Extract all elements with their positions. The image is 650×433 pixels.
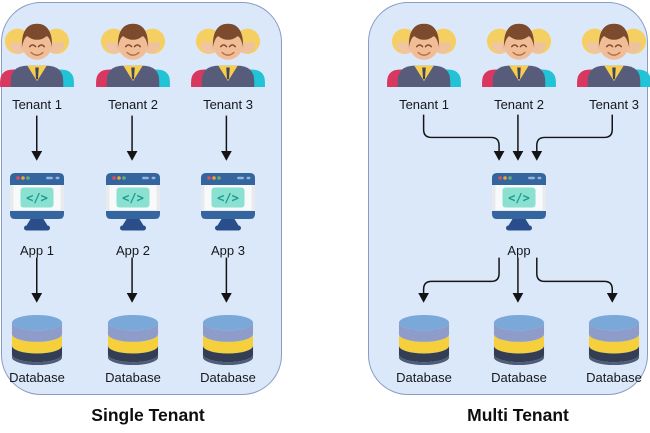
users-group-icon — [385, 17, 463, 87]
tenant-label: Tenant 1 — [12, 97, 62, 112]
database-cylinder-icon — [493, 313, 545, 367]
users-group-icon — [94, 17, 172, 87]
database-cylinder-icon — [107, 313, 159, 367]
database-cylinder-icon — [11, 313, 63, 367]
database-label: Database — [9, 370, 65, 385]
users-group-icon — [0, 17, 76, 87]
multi-tenant-panel: Tenant 1 Tenant 2 Tenant 3 App Database … — [368, 2, 648, 395]
users-group-icon — [575, 17, 650, 87]
app-browser-code-icon — [201, 166, 255, 232]
arrow-tenant3-to-app — [531, 114, 613, 161]
multi-tenant-title: Multi Tenant — [467, 405, 569, 425]
app-label: App 2 — [116, 243, 150, 258]
tenant-label: Tenant 1 — [399, 97, 449, 112]
database-label: Database — [586, 370, 642, 385]
app-browser-code-icon — [10, 166, 64, 232]
database-label: Database — [105, 370, 161, 385]
database-label: Database — [396, 370, 452, 385]
tenant-label: Tenant 3 — [203, 97, 253, 112]
database-label: Database — [200, 370, 256, 385]
app-browser-code-icon — [492, 166, 546, 232]
single-tenant-panel: Tenant 1 Tenant 2 Tenant 3 App 1 App 2 A… — [1, 2, 282, 395]
single-tenant-title: Single Tenant — [91, 405, 205, 425]
tenant-label: Tenant 2 — [108, 97, 158, 112]
arrow-app-to-db3 — [536, 257, 618, 303]
tenant-label: Tenant 2 — [494, 97, 544, 112]
arrow-tenant1-to-app — [422, 114, 505, 161]
app-label: App — [507, 243, 531, 258]
database-cylinder-icon — [588, 313, 640, 367]
users-group-icon — [189, 17, 267, 87]
arrow-app-to-db1 — [418, 257, 500, 303]
users-group-icon — [480, 17, 558, 87]
database-label: Database — [491, 370, 547, 385]
tenant-label: Tenant 3 — [589, 97, 639, 112]
app-label: App 1 — [20, 243, 54, 258]
app-browser-code-icon — [106, 166, 160, 232]
database-cylinder-icon — [398, 313, 450, 367]
app-label: App 3 — [211, 243, 245, 258]
database-cylinder-icon — [202, 313, 254, 367]
